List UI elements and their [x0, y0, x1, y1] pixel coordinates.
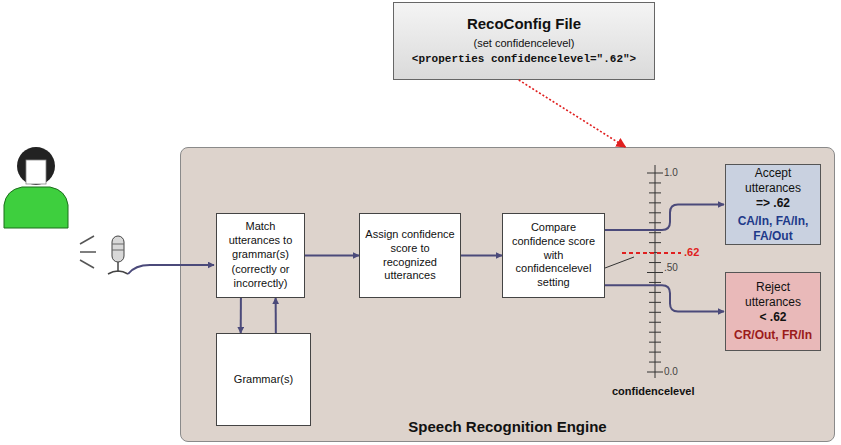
box-title: Compare confidence score with confidence…: [507, 221, 600, 290]
microphone: [108, 236, 128, 274]
flow-arrow: [461, 255, 502, 257]
flow-arrow: [275, 298, 277, 333]
threshold-value: .62: [684, 246, 699, 258]
box-text: < .62: [759, 310, 786, 325]
box-text: <properties confidencelevel=".62">: [412, 53, 636, 67]
scale-value: 0.0: [664, 366, 678, 377]
flow-arrow: [305, 255, 359, 257]
engine-panel: Speech Recognition EngineMatch utterance…: [180, 147, 835, 442]
axis-title: confidencelevel: [612, 385, 695, 397]
box-text: => .62: [756, 196, 790, 211]
leader-line: [605, 257, 634, 268]
box-title: Reject utterances: [730, 280, 816, 310]
process-box: Match utterances to grammar(s)(correctly…: [216, 213, 305, 298]
flow-arrow: [240, 298, 242, 333]
scale-value: 1.0: [664, 167, 678, 178]
accept-box: Accept utterances=> .62CA/In, FA/In, FA/…: [725, 164, 821, 245]
confidence-scale: [647, 165, 663, 378]
box-title: Accept utterances: [730, 166, 816, 196]
config-file-box: RecoConfig File (set confidencelevel) <pro…: [393, 2, 655, 80]
process-box: Assign confidence score to recognized ut…: [359, 213, 461, 298]
box-title: RecoConfig File: [467, 15, 581, 34]
config-link: [519, 80, 626, 147]
grammar-box: Grammar(s): [216, 333, 311, 426]
box-text: CR/Out, FR/In: [734, 328, 812, 343]
flow-arrow: [605, 285, 724, 311]
reject-box: Reject utterances< .62CR/Out, FR/In: [725, 272, 821, 351]
box-title: Assign confidence score to recognized ut…: [364, 228, 456, 283]
threshold-line: [622, 252, 681, 254]
process-box: Compare confidence score with confidence…: [502, 213, 605, 298]
box-text: (set confidencelevel): [474, 37, 575, 51]
box-text: CA/In, FA/In, FA/Out: [730, 214, 816, 244]
box-text: (correctly or incorrectly): [221, 263, 300, 291]
audio-line: [128, 265, 214, 274]
person-figure: [4, 147, 68, 228]
flow-arrow: [605, 205, 724, 231]
box-title: Match utterances to grammar(s): [221, 220, 300, 261]
scale-value: .50: [664, 262, 678, 273]
box-title: Grammar(s): [234, 373, 293, 387]
sound-waves: [80, 236, 96, 268]
